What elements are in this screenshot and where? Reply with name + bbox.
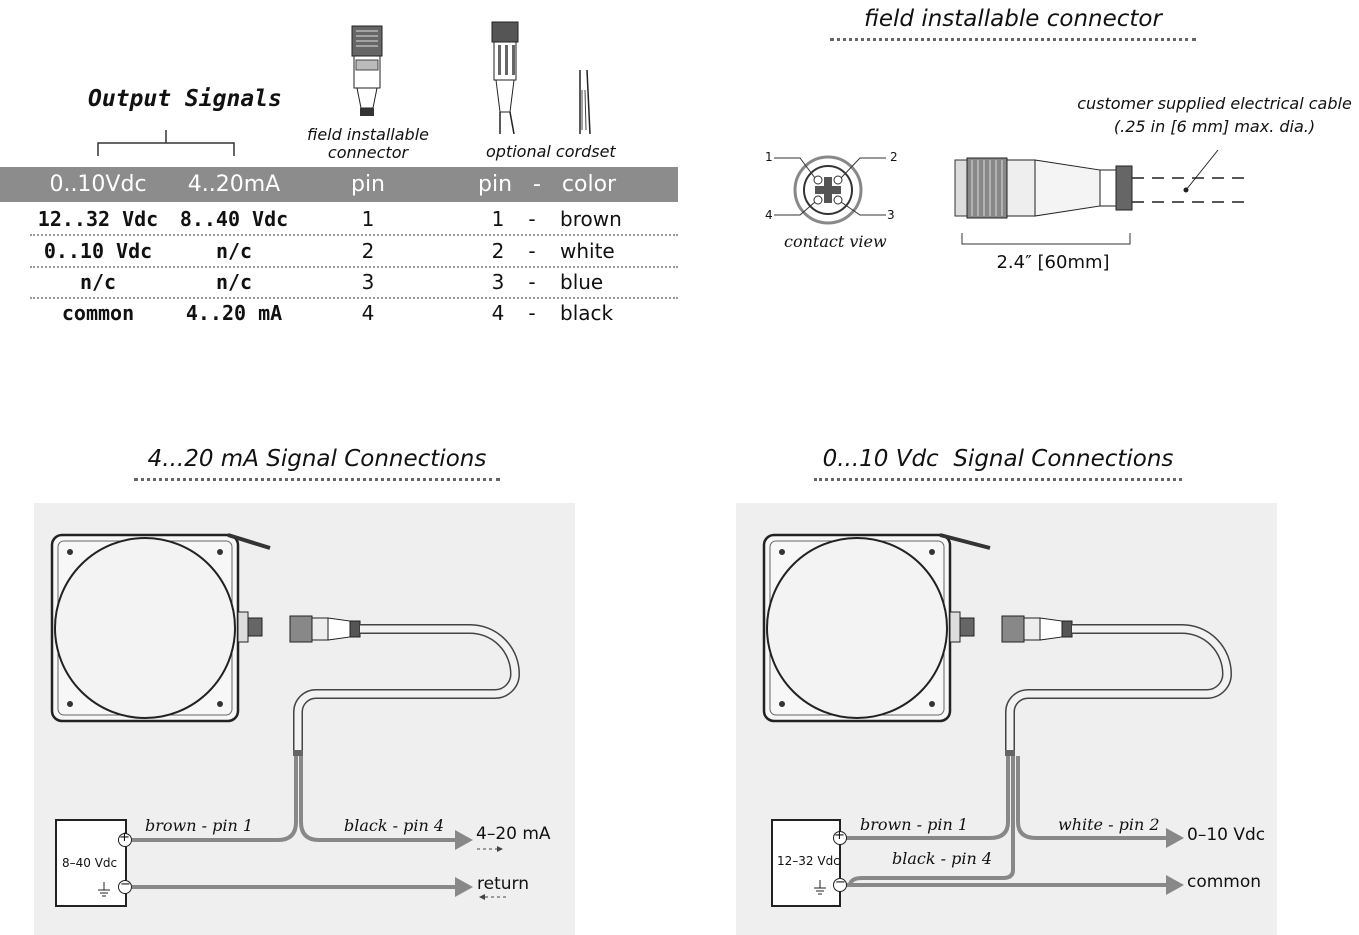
connector-detail-title: field installable connector	[830, 6, 1196, 41]
cell-pin: 3	[361, 270, 375, 294]
cell-ma: n/c	[215, 239, 253, 263]
output-signals-title: Output Signals	[88, 86, 282, 112]
cell-dash: -	[528, 239, 536, 263]
ma-diagram-title: 4...20 mA Signal Connections	[134, 446, 500, 481]
cell-color: brown	[560, 207, 622, 231]
cell-vdc: common	[61, 301, 135, 325]
vdc-common-label: common	[1187, 872, 1262, 892]
cell-ma: 8..40 Vdc	[179, 207, 289, 231]
cell-color: white	[560, 239, 615, 263]
cell-pin: 4	[361, 301, 375, 325]
vdc-supply-label: 12–32 Vdc	[777, 854, 840, 868]
cell-cordset-pin: 1	[491, 207, 505, 231]
cable-note-line1: customer supplied electrical cable	[1077, 94, 1352, 113]
cable-note-line2: (.25 in [6 mm] max. dia.)	[1113, 117, 1316, 136]
connector-caption-line1: field installable	[306, 125, 429, 144]
ma-plus-sign: +	[119, 830, 130, 845]
cell-vdc: n/c	[79, 270, 117, 294]
cell-color: blue	[560, 270, 604, 294]
pin-label-1: 1	[765, 150, 773, 164]
connector-caption: field installable connector	[300, 126, 436, 162]
cell-cordset-pin: 3	[491, 270, 505, 294]
connector-caption-line2: connector	[327, 143, 409, 162]
header-pin: pin	[350, 172, 386, 197]
vdc-output-label: 0–10 Vdc	[1187, 825, 1266, 845]
cell-dash: -	[528, 301, 536, 325]
cell-pin: 1	[361, 207, 375, 231]
ma-supply-label: 8–40 Vdc	[62, 856, 118, 870]
ma-wire-label-brown: brown - pin 1	[145, 816, 254, 835]
vdc-minus-sign: −	[835, 875, 846, 890]
vdc-wire-label-black: black - pin 4	[892, 849, 993, 868]
cell-ma: n/c	[215, 270, 253, 294]
vdc-diagram-title: 0...10 Vdc Signal Connections	[814, 446, 1182, 481]
pin-label-2: 2	[890, 150, 898, 164]
cable-note: customer supplied electrical cable (.25 …	[1070, 92, 1359, 138]
cell-vdc: 12..32 Vdc	[37, 207, 159, 231]
table-row: 12..32 Vdc 8..40 Vdc 1 1 - brown	[30, 204, 678, 236]
cell-pin: 2	[361, 239, 375, 263]
vdc-wire-label-white: white - pin 2	[1058, 815, 1160, 834]
cordset-caption: optional cordset	[486, 142, 616, 161]
pin-label-4: 4	[765, 208, 773, 222]
header-vdc: 0..10Vdc	[49, 172, 147, 197]
ma-minus-sign: −	[120, 877, 131, 892]
cell-ma: 4..20 mA	[185, 301, 283, 325]
table-row: 0..10 Vdc n/c 2 2 - white	[30, 236, 678, 268]
ma-wire-label-black: black - pin 4	[344, 816, 445, 835]
cell-dash: -	[528, 207, 536, 231]
length-dimension: 2.4″ [60mm]	[996, 252, 1110, 273]
table-row: n/c n/c 3 3 - blue	[30, 267, 678, 299]
cell-cordset-pin: 2	[491, 239, 505, 263]
cell-color: black	[560, 301, 614, 325]
cell-cordset-pin: 4	[491, 301, 505, 325]
table-row: common 4..20 mA 4 4 - black	[30, 298, 678, 328]
vdc-plus-sign: +	[834, 828, 845, 843]
header-pin-color: pin - color	[478, 172, 617, 197]
vdc-wire-label-brown: brown - pin 1	[860, 815, 969, 834]
header-ma: 4..20mA	[187, 172, 281, 197]
ma-output-label: 4–20 mA	[476, 824, 551, 844]
ma-return-label: return	[477, 874, 529, 894]
cell-dash: -	[528, 270, 536, 294]
contact-view-caption: contact view	[784, 232, 887, 251]
pin-label-3: 3	[887, 208, 895, 222]
cell-vdc: 0..10 Vdc	[43, 239, 153, 263]
table-header: 0..10Vdc 4..20mA pin pin - color	[0, 167, 678, 202]
